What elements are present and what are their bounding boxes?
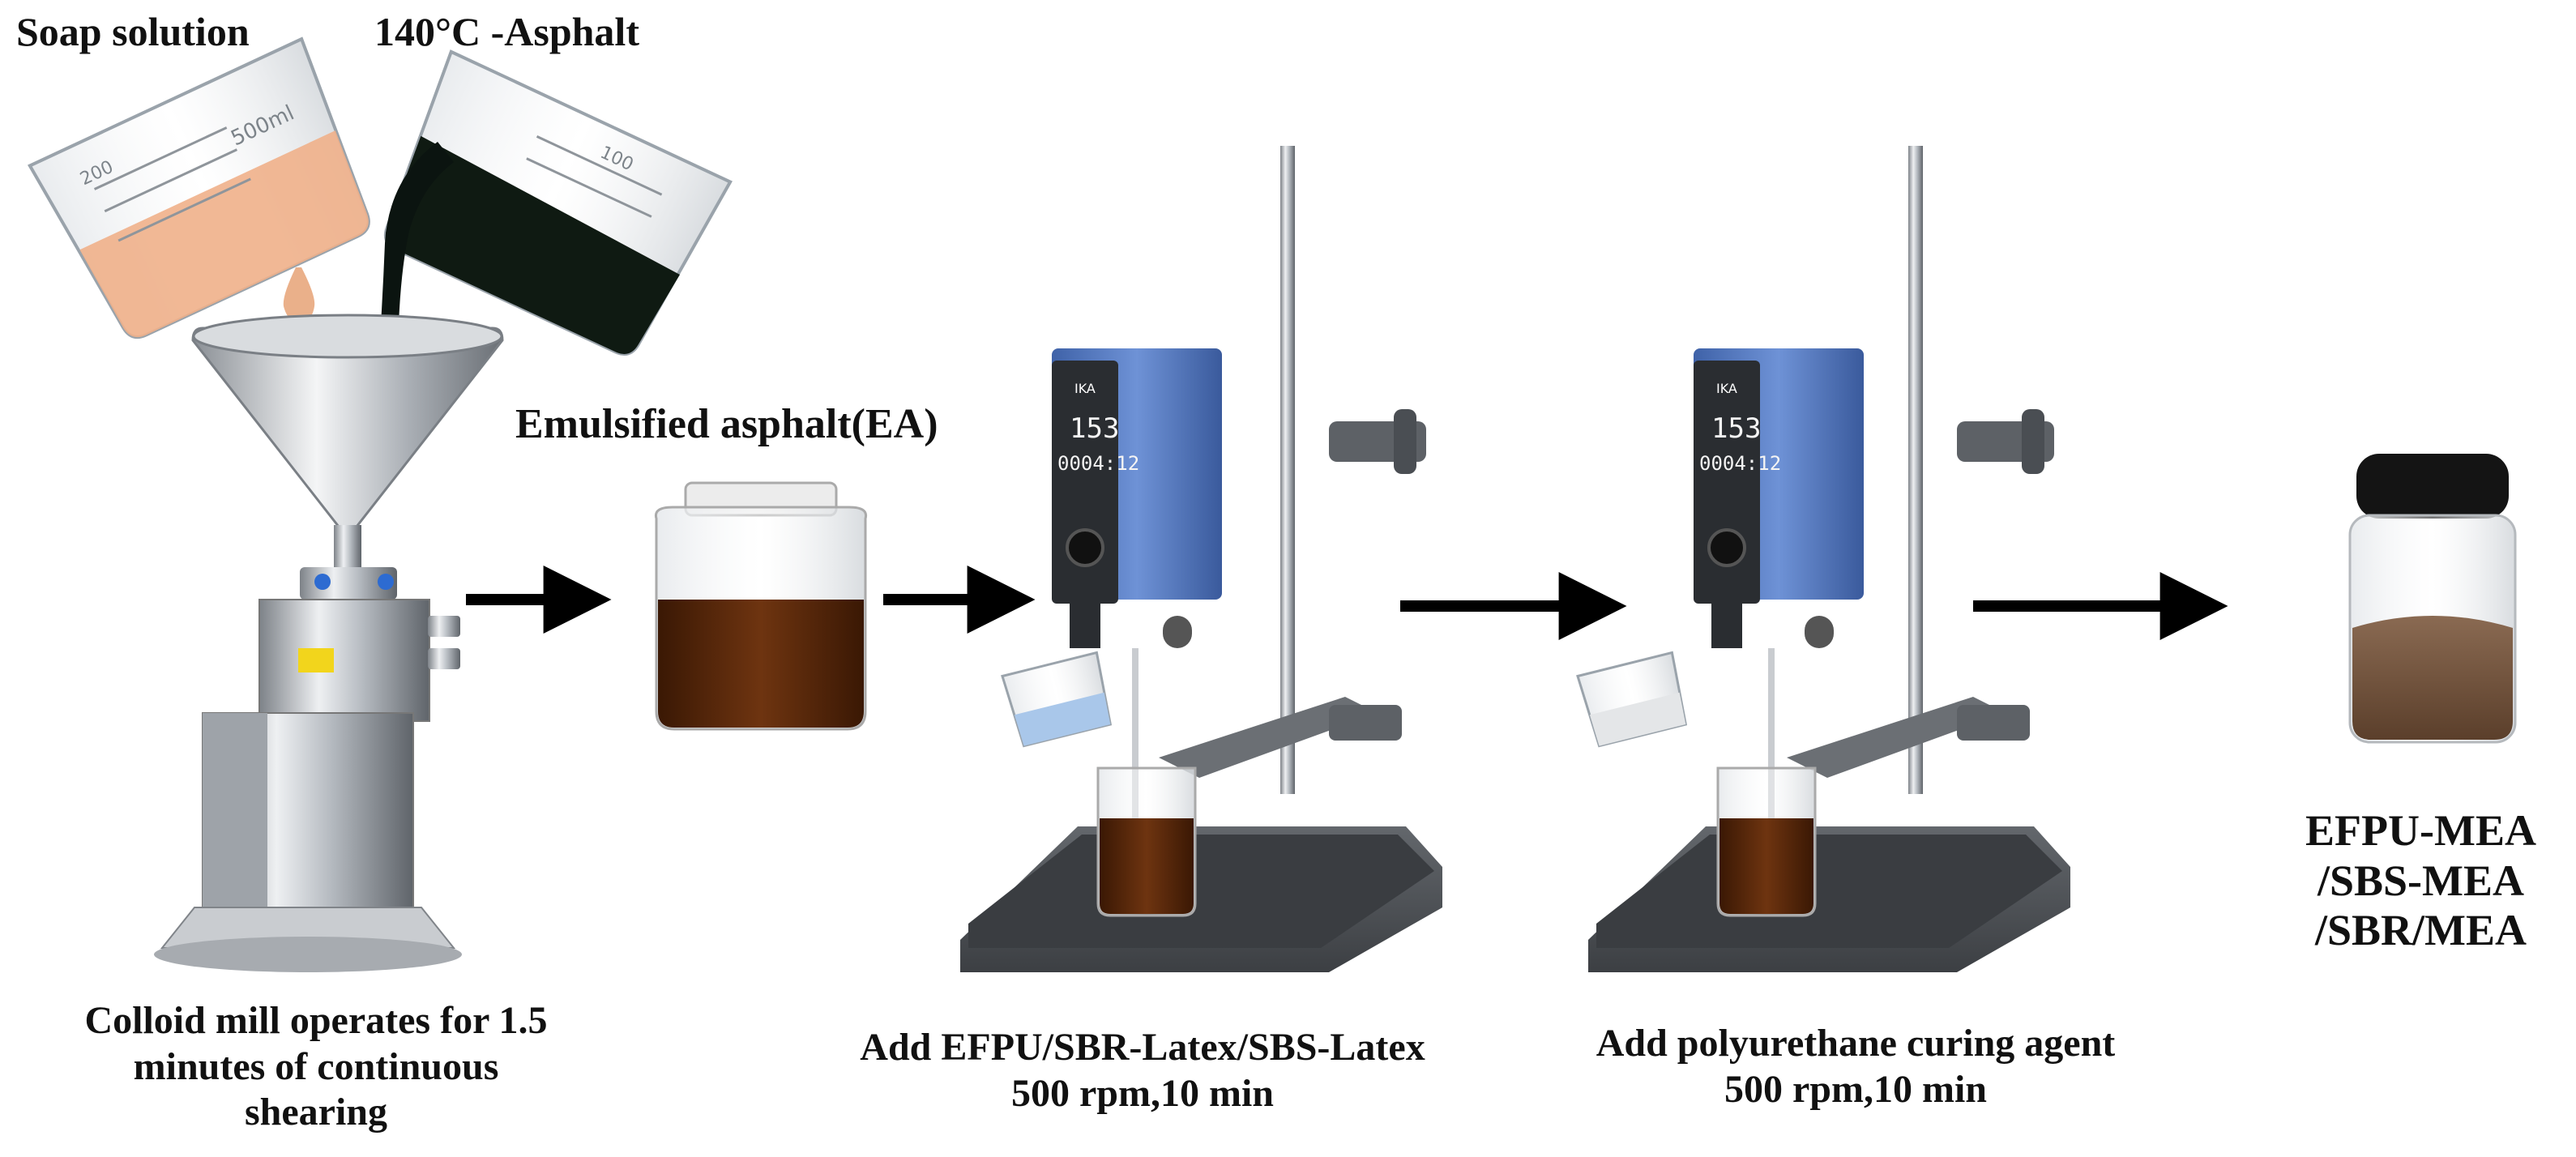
caption-line: 500 rpm,10 min	[1724, 1067, 1987, 1111]
step-add-latex-caption: Add EFPU/SBR-Latex/SBS-Latex 500 rpm,10 …	[754, 1025, 1532, 1116]
stirrer-timer: 0004:12	[1057, 452, 1139, 475]
soap-beaker-icon: 200 500ml	[28, 36, 370, 339]
caption-line: shearing	[244, 1091, 387, 1134]
emulsified-asphalt-label: Emulsified asphalt(EA)	[515, 401, 938, 447]
beaker-icon	[1576, 651, 1688, 748]
overhead-stirrer-icon: IKA 153 0004:12	[1576, 146, 2070, 972]
stirrer-brand: IKA	[1716, 381, 1737, 396]
hot-asphalt-label: 140°C -Asphalt	[374, 9, 639, 54]
caption-line: 500 rpm,10 min	[1011, 1071, 1274, 1115]
ea-jar-icon	[654, 481, 868, 731]
stirrer-speed: 153	[1711, 412, 1761, 445]
asphalt-pour-stream-icon	[381, 142, 454, 324]
asphalt-beaker-icon: 100	[383, 49, 733, 356]
beaker-icon	[1001, 651, 1113, 748]
product-line: EFPU-MEA	[2305, 806, 2536, 855]
step-curing-agent-caption: Add polyurethane curing agent 500 rpm,10…	[1507, 1021, 2204, 1112]
caption-line: Colloid mill operates for 1.5	[84, 999, 548, 1042]
soap-drop-icon	[283, 267, 315, 322]
stirrer-timer: 0004:12	[1699, 452, 1781, 475]
product-label: EFPU-MEA /SBS-MEA /SBR/MEA	[2269, 806, 2573, 956]
stirrer-speed: 153	[1070, 412, 1119, 445]
caption-line: Add EFPU/SBR-Latex/SBS-Latex	[860, 1026, 1425, 1069]
product-line: /SBR/MEA	[2314, 906, 2527, 955]
caption-line: minutes of continuous	[133, 1044, 499, 1088]
colloid-mill-caption: Colloid mill operates for 1.5 minutes of…	[8, 998, 624, 1136]
product-line: /SBS-MEA	[2317, 856, 2525, 905]
stirrer-brand: IKA	[1074, 381, 1096, 396]
product-vial-icon	[2348, 454, 2517, 744]
caption-line: Add polyurethane curing agent	[1596, 1022, 2116, 1065]
overhead-stirrer-icon: IKA 153 0004:12	[960, 146, 1442, 972]
colloid-mill-icon	[154, 314, 504, 972]
soap-solution-label: Soap solution	[16, 9, 250, 54]
